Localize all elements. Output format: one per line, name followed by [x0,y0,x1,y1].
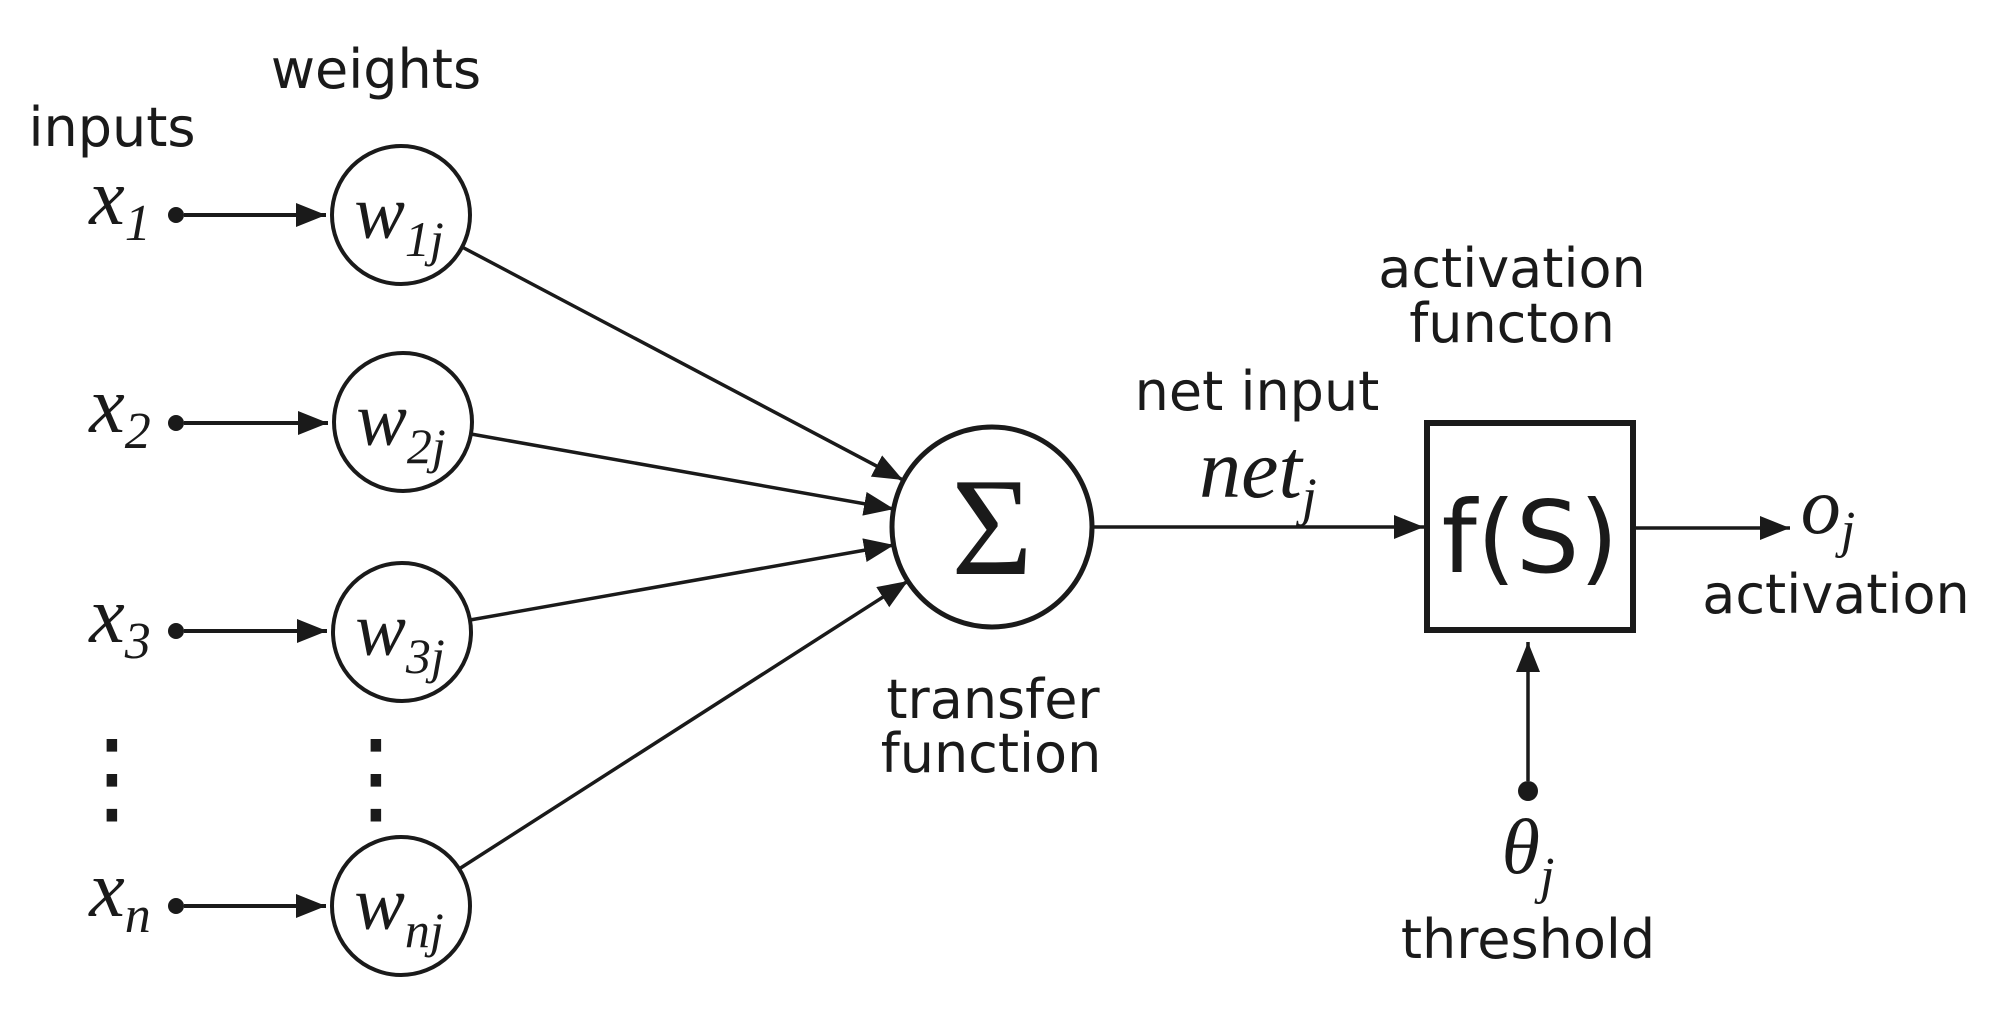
activation-function-label-line1: activation [1378,237,1645,300]
transfer-function-label-line2: function [881,722,1102,785]
weight-1-subscript: 1j [405,211,444,267]
weight-node-1-label: w1j [354,171,444,267]
input-x3-var: x [88,572,125,660]
input-x2-var: x [88,362,125,450]
output-var: o [1801,463,1841,551]
input-dot-n [168,898,184,914]
inputs-ellipsis: ⋮ [61,718,163,837]
sum-node [889,424,1095,630]
weight-n-var: w [354,862,405,946]
inputs-label: inputs [28,96,195,159]
input-x2-label: x2 [88,362,151,460]
input-x1-label: x1 [88,154,151,252]
weight-1-var: w [354,171,405,255]
input-x3-label: x3 [88,572,151,670]
weight-3-var: w [355,588,406,672]
input-x1-subscript: 1 [125,195,151,252]
threshold-label: threshold [1401,908,1655,971]
net-var-label: netj [1199,423,1317,527]
weight-node-2-label: w2j [356,378,446,474]
activation-function-label-line2: functon [1409,292,1615,355]
weight-node-n [330,835,472,977]
connection-w2-to-sum [470,432,895,516]
input-xn-label: xn [88,846,151,944]
net-input-label: net input [1135,360,1380,423]
output-activation-label: activation [1702,563,1969,626]
net-subscript: j [1296,467,1317,527]
weight-2-subscript: 2j [407,418,446,474]
output-subscript: j [1835,502,1855,559]
threshold-var-label: θj [1502,803,1555,905]
threshold-var: θ [1502,803,1540,890]
weight-3-subscript: 3j [405,628,445,684]
connection-w1-to-sum [461,245,904,482]
input-x1-var: x [88,154,125,242]
net-var: net [1199,423,1304,516]
weights-ellipsis: ⋮ [325,718,427,837]
connection-w3-to-sum [469,538,895,622]
input-xn-subscript: n [125,887,151,944]
input-row-1: x1 w1j [88,144,472,286]
input-row-3: x3 w3j [88,561,473,703]
weight-n-subscript: nj [405,902,444,958]
input-xn-var: x [88,846,125,934]
activation-function-box [1424,420,1636,633]
input-x3-subscript: 3 [124,613,151,670]
input-dot-2 [168,415,184,431]
connection-wn-to-sum [458,579,909,871]
weight-2-var: w [356,378,407,462]
transfer-function-label-line1: transfer [886,668,1100,731]
weight-node-3 [331,561,473,703]
weight-node-n-label: wnj [354,862,444,958]
activation-function-box-label: f(S) [1442,479,1619,596]
output-var-label: oj [1801,463,1855,559]
weights-label: weights [271,38,481,101]
weight-node-1 [330,144,472,286]
threshold-subscript: j [1534,848,1554,905]
weight-node-2 [332,351,474,493]
input-row-2: x2 w2j [88,351,474,493]
input-dot-3 [168,623,184,639]
input-x2-subscript: 2 [125,403,151,460]
threshold-dot [1518,781,1538,801]
input-dot-1 [168,207,184,223]
input-row-n: xn wnj [88,835,472,977]
sum-symbol: Σ [951,450,1032,605]
weight-node-3-label: w3j [355,588,445,684]
